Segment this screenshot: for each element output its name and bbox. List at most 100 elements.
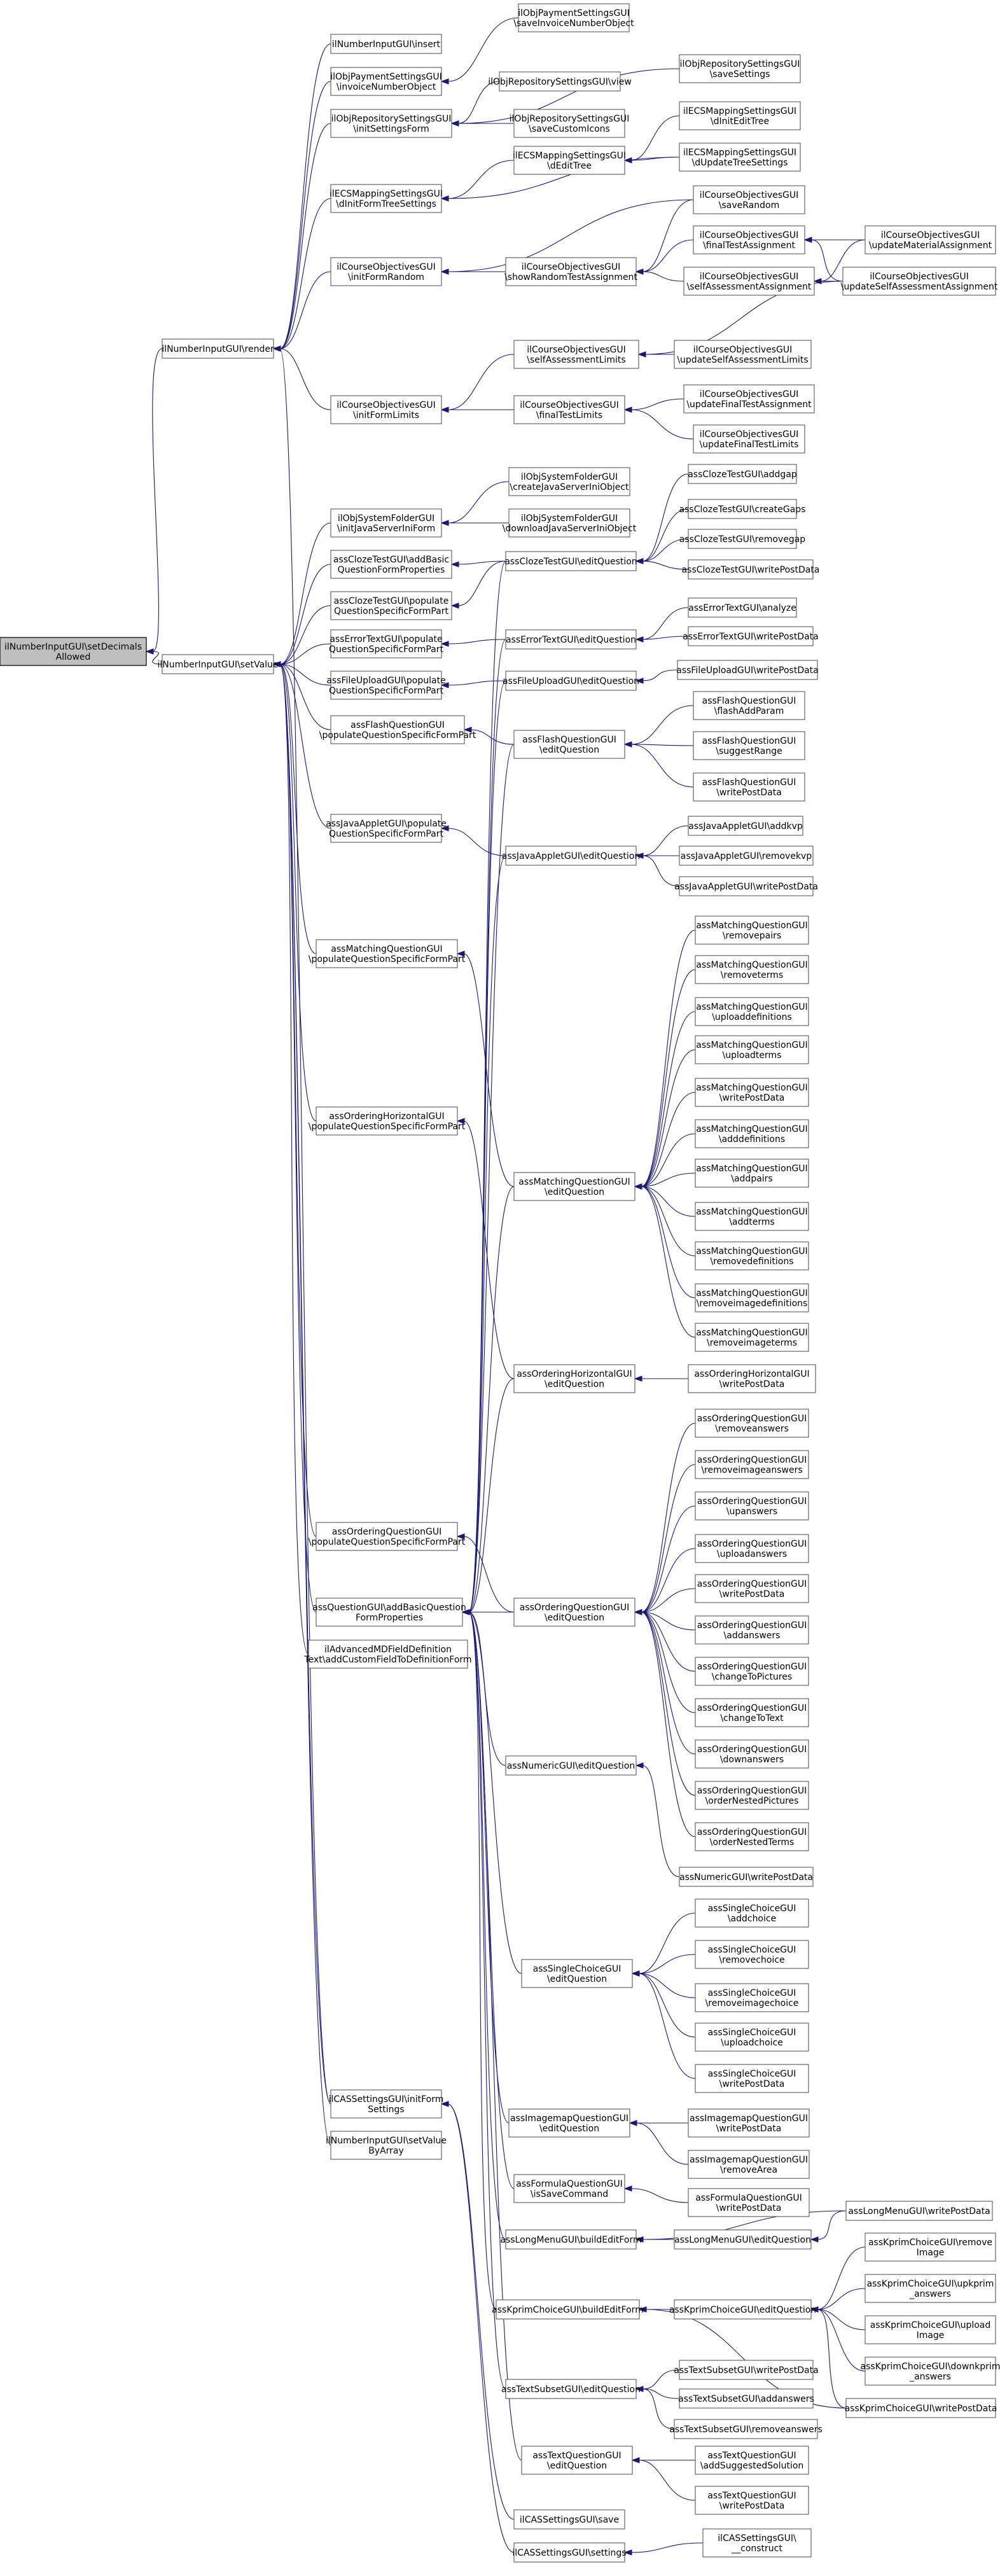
node-co-final-test-limits[interactable]: ilCourseObjectivesGUI\finalTestLimits: [513, 395, 625, 424]
node-fileupload-write-post-data[interactable]: assFileUploadGUI\writePostData: [676, 660, 819, 680]
node-init-settings-form[interactable]: ilObjRepositorySettingsGUI\initSettingsF…: [330, 109, 452, 138]
node-cloze-removegap[interactable]: assClozeTestGUI\removegap: [679, 529, 805, 549]
node-java-addkvp[interactable]: assJavaAppletGUI\addkvp: [688, 816, 803, 836]
node-text-subset-edit-question[interactable]: assTextSubsetGUI\editQuestion: [501, 2379, 641, 2399]
node-error-edit-question[interactable]: assErrorTextGUI\editQuestion: [505, 629, 637, 650]
node-ordering-horiz-edit-question[interactable]: assOrderingHorizontalGUI\editQuestion: [513, 1364, 635, 1393]
node-text-subset-addanswers[interactable]: assTextSubsetGUI\addanswers: [678, 2388, 814, 2409]
node-save-invoice[interactable]: ilObjPaymentSettingsGUI\saveInvoiceNumbe…: [513, 3, 634, 32]
node-long-build-edit[interactable]: assLongMenuGUI\buildEditForm: [500, 2229, 642, 2250]
node-co-init-form-random[interactable]: ilCourseObjectivesGUI\initFormRandom: [330, 257, 442, 286]
node-long-edit-question[interactable]: assLongMenuGUI\editQuestion: [674, 2229, 812, 2250]
node-set-value[interactable]: ilNumberInputGUI\setValue: [157, 654, 279, 674]
node-kprim-downkprim[interactable]: assKprimChoiceGUI\downkprim_answers: [861, 2357, 1000, 2386]
node-ordering-removeanswers[interactable]: assOrderingQuestionGUI\removeanswers: [695, 1409, 809, 1438]
node-ecs-init-form-tree[interactable]: ilECSMappingSettingsGUI\dInitFormTreeSet…: [330, 184, 443, 213]
node-kprim-edit-question[interactable]: assKprimChoiceGUI\editQuestion: [669, 2299, 816, 2320]
node-invoice-number[interactable]: ilObjPaymentSettingsGUI\invoiceNumberObj…: [330, 67, 442, 96]
node-ecs-edit-tree[interactable]: ilECSMappingSettingsGUI\dEditTree: [513, 146, 626, 175]
node-cloze-edit-question[interactable]: assClozeTestGUI\editQuestion: [504, 551, 637, 571]
node-fileupload-edit-question[interactable]: assFileUploadGUI\editQuestion: [503, 671, 639, 691]
node-imagemap-write-post-data[interactable]: assImagemapQuestionGUI\writePostData: [688, 2108, 810, 2138]
node-cloze-populate[interactable]: assClozeTestGUI\populateQuestionSpecific…: [330, 591, 452, 620]
node-co-init-form-limits[interactable]: ilCourseObjectivesGUI\initFormLimits: [330, 395, 442, 424]
node-q-add-basic[interactable]: assQuestionGUI\addBasicQuestionFormPrope…: [312, 1598, 466, 1627]
node-flash-edit-question[interactable]: assFlashQuestionGUI\editQuestion: [513, 730, 625, 759]
node-sc-removechoice[interactable]: assSingleChoiceGUI\removechoice: [695, 1940, 809, 1969]
node-ordering-change-to-pictures[interactable]: assOrderingQuestionGUI\changeToPictures: [695, 1657, 809, 1686]
node-cas-save[interactable]: ilCASSettingsGUI\save: [513, 2509, 625, 2530]
node-matching-removepairs[interactable]: assMatchingQuestionGUI\removepairs: [695, 916, 809, 945]
node-formula-is-save[interactable]: assFormulaQuestionGUI\isSaveCommand: [513, 2174, 625, 2203]
node-matching-uploadterms[interactable]: assMatchingQuestionGUI\uploadterms: [695, 1035, 809, 1064]
node-co-self-assessment-limits[interactable]: ilCourseObjectivesGUI\selfAssessmentLimi…: [513, 340, 639, 369]
node-ordering-horiz-write-post-data[interactable]: assOrderingHorizontalGUI\writePostData: [688, 1364, 816, 1393]
node-repo-save-custom-icons[interactable]: ilObjRepositorySettingsGUI\saveCustomIco…: [510, 109, 630, 138]
node-matching-addpairs[interactable]: assMatchingQuestionGUI\addpairs: [695, 1159, 809, 1188]
node-fileupload-populate[interactable]: assFileUploadGUI\populateQuestionSpecifi…: [326, 671, 446, 700]
node-co-update-self-assessment-assignment[interactable]: ilCourseObjectivesGUI\updateSelfAssessme…: [841, 267, 998, 296]
node-text-edit-question[interactable]: assTextQuestionGUI\editQuestion: [521, 2446, 633, 2475]
node-ordering-order-nested-pictures[interactable]: assOrderingQuestionGUI\orderNestedPictur…: [695, 1781, 809, 1810]
node-text-write-post-data[interactable]: assTextQuestionGUI\writePostData: [695, 2486, 809, 2515]
node-ordering-edit-question[interactable]: assOrderingQuestionGUI\editQuestion: [513, 1598, 635, 1627]
node-ordering-horiz-populate[interactable]: assOrderingHorizontalGUI\populateQuestio…: [309, 1106, 466, 1136]
node-ecs-init-edit-tree[interactable]: ilECSMappingSettingsGUI\dInitEditTree: [679, 101, 801, 130]
node-ordering-order-nested-terms[interactable]: assOrderingQuestionGUI\orderNestedTerms: [695, 1822, 809, 1851]
node-text-subset-removeanswers[interactable]: assTextSubsetGUI\removeanswers: [669, 2419, 823, 2439]
node-flash-write-post-data[interactable]: assFlashQuestionGUI\writePostData: [693, 772, 805, 802]
node-ordering-populate[interactable]: assOrderingQuestionGUI\populateQuestionS…: [309, 1522, 466, 1551]
node-formula-write-post-data[interactable]: assFormulaQuestionGUI\writePostData: [688, 2188, 810, 2217]
node-ecs-update-tree[interactable]: ilECSMappingSettingsGUI\dUpdateTreeSetti…: [679, 143, 801, 172]
node-sc-addchoice[interactable]: assSingleChoiceGUI\addchoice: [695, 1898, 809, 1928]
node-imagemap-remove-area[interactable]: assImagemapQuestionGUI\removeArea: [688, 2150, 810, 2179]
node-matching-removeimageterms[interactable]: assMatchingQuestionGUI\removeimageterms: [695, 1323, 809, 1352]
node-sc-removeimagechoice[interactable]: assSingleChoiceGUI\removeimagechoice: [695, 1983, 809, 2012]
node-java-edit-question[interactable]: assJavaAppletGUI\editQuestion: [502, 846, 641, 866]
node-kprim-upkprim[interactable]: assKprimChoiceGUI\upkprim_answers: [865, 2274, 996, 2303]
node-sys-create-java[interactable]: ilObjSystemFolderGUI\createJavaServerIni…: [508, 467, 630, 496]
node-repo-view[interactable]: ilObjRepositorySettingsGUI\view: [488, 71, 632, 92]
node-cloze-add-basic[interactable]: assClozeTestGUI\addBasicQuestionFormProp…: [330, 550, 452, 579]
node-sc-write-post-data[interactable]: assSingleChoiceGUI\writePostData: [695, 2064, 809, 2093]
node-text-subset-write-post-data[interactable]: assTextSubsetGUI\writePostData: [674, 2360, 819, 2380]
node-cloze-addgap[interactable]: assClozeTestGUI\addgap: [688, 464, 797, 484]
node-ordering-uploadanswers[interactable]: assOrderingQuestionGUI\uploadanswers: [695, 1534, 809, 1563]
node-imagemap-edit-question[interactable]: assImagemapQuestionGUI\editQuestion: [508, 2108, 630, 2138]
node-numeric-write-post-data[interactable]: assNumericGUI\writePostData: [679, 1867, 814, 1887]
node-advanced-md[interactable]: ilAdvancedMDFieldDefinitionText\addCusto…: [303, 1640, 472, 1669]
node-flash-add-param[interactable]: assFlashQuestionGUI\flashAddParam: [693, 691, 805, 720]
node-error-write-post-data[interactable]: assErrorTextGUI\writePostData: [683, 626, 819, 646]
node-matching-addterms[interactable]: assMatchingQuestionGUI\addterms: [695, 1202, 809, 1231]
node-flash-suggest-range[interactable]: assFlashQuestionGUI\suggestRange: [693, 731, 805, 760]
node-co-update-material[interactable]: ilCourseObjectivesGUI\updateMaterialAssi…: [865, 225, 996, 254]
node-repo-save-settings[interactable]: ilObjRepositorySettingsGUI\saveSettings: [679, 54, 801, 83]
node-numeric-edit-question[interactable]: assNumericGUI\editQuestion: [505, 1755, 637, 1776]
node-java-removekvp[interactable]: assJavaAppletGUI\removekvp: [679, 846, 814, 866]
node-co-update-final-test-assignment[interactable]: ilCourseObjectivesGUI\updateFinalTestAss…: [683, 384, 815, 414]
node-matching-uploaddefinitions[interactable]: assMatchingQuestionGUI\uploaddefinitions: [695, 997, 809, 1026]
node-sc-edit-question[interactable]: assSingleChoiceGUI\editQuestion: [521, 1959, 633, 1988]
node-kprim-write-post-data[interactable]: assKprimChoiceGUI\writePostData: [845, 2398, 997, 2418]
node-sys-download-java[interactable]: ilObjSystemFolderGUI\downloadJavaServerI…: [503, 508, 637, 538]
node-render[interactable]: ilNumberInputGUI\render: [162, 338, 274, 359]
node-co-update-final-test-limits[interactable]: ilCourseObjectivesGUI\updateFinalTestLim…: [693, 424, 805, 454]
node-matching-edit-question[interactable]: assMatchingQuestionGUI\editQuestion: [513, 1172, 635, 1201]
node-matching-populate[interactable]: assMatchingQuestionGUI\populateQuestionS…: [309, 939, 466, 968]
node-ordering-write-post-data[interactable]: assOrderingQuestionGUI\writePostData: [695, 1574, 809, 1603]
node-co-save-random[interactable]: ilCourseObjectivesGUI\saveRandom: [693, 185, 805, 214]
node-kprim-build-edit[interactable]: assKprimChoiceGUI\buildEditForm: [492, 2299, 644, 2320]
node-sys-init-java[interactable]: ilObjSystemFolderGUI\initJavaServerIniFo…: [330, 508, 442, 538]
node-flash-populate[interactable]: assFlashQuestionGUI\populateQuestionSpec…: [319, 715, 476, 744]
node-matching-write-post-data[interactable]: assMatchingQuestionGUI\writePostData: [695, 1078, 809, 1107]
node-matching-removeterms[interactable]: assMatchingQuestionGUI\removeterms: [695, 955, 809, 984]
node-matching-adddefinitions[interactable]: assMatchingQuestionGUI\adddefinitions: [695, 1119, 809, 1148]
node-cloze-create-gaps[interactable]: assClozeTestGUI\createGaps: [679, 499, 806, 519]
node-ordering-upanswers[interactable]: assOrderingQuestionGUI\upanswers: [695, 1491, 809, 1521]
node-co-update-self-assessment-limits[interactable]: ilCourseObjectivesGUI\updateSelfAssessme…: [674, 340, 812, 369]
node-ordering-removeimageanswers[interactable]: assOrderingQuestionGUI\removeimageanswer…: [695, 1450, 809, 1479]
node-ordering-addanswers[interactable]: assOrderingQuestionGUI\addanswers: [695, 1615, 809, 1645]
node-java-populate[interactable]: assJavaAppletGUI\populateQuestionSpecifi…: [326, 814, 447, 843]
